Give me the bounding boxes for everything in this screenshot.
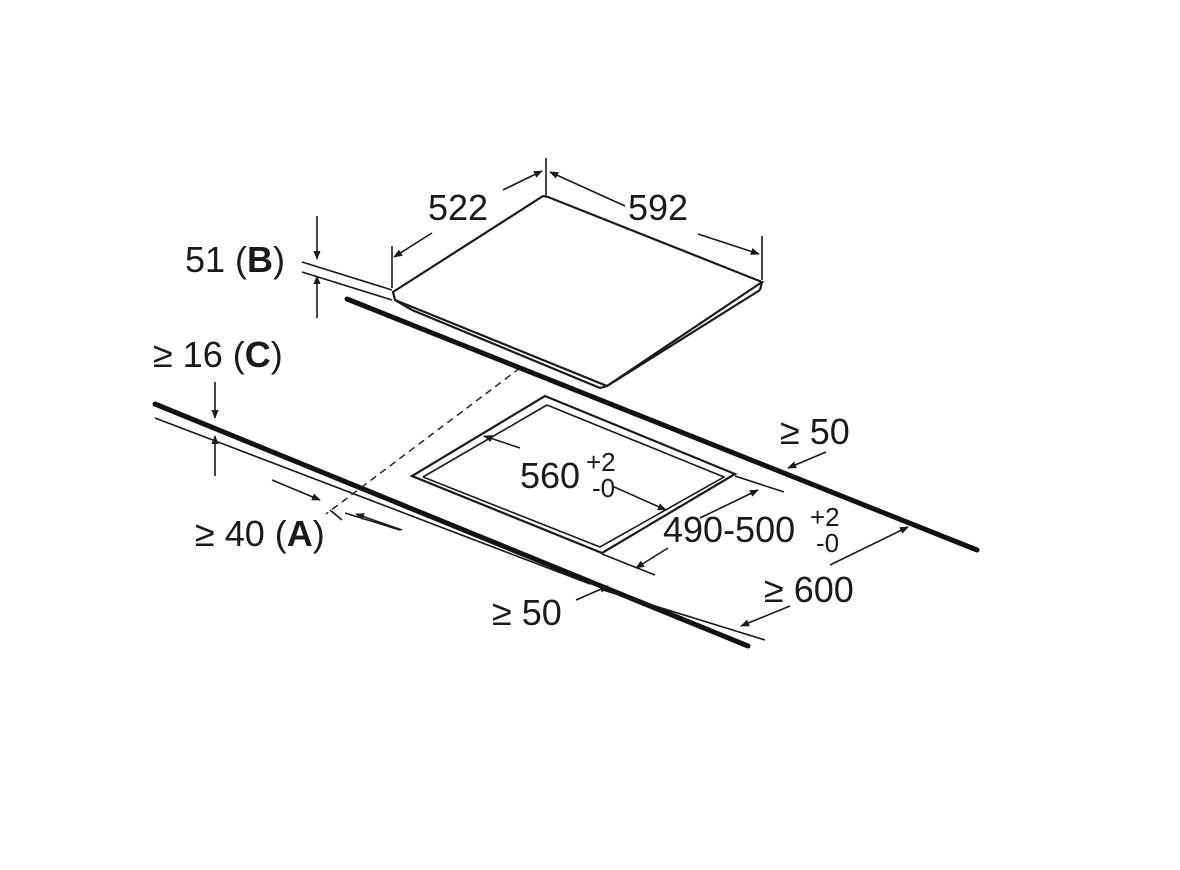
dimension-490-500-tolerance-upper: +2	[810, 502, 840, 532]
dimension-592	[549, 171, 763, 280]
dimension-560-tolerance-upper: +2	[586, 447, 616, 477]
dimension-51-b-label: 51 (B)	[185, 239, 285, 280]
dimension-490-500-tolerance-lower: -0	[816, 528, 839, 558]
dimension-50-side-arrow	[575, 585, 609, 601]
dimension-592-label: 592	[628, 187, 688, 228]
worktop-rear-edge	[344, 296, 980, 553]
dimension-50-rear-arrow	[787, 451, 827, 469]
dimension-50-side-label: ≥ 50	[492, 592, 562, 633]
projection-line	[325, 367, 521, 515]
dimension-50-rear-label: ≥ 50	[780, 411, 850, 452]
worktop-front-edge	[152, 401, 751, 649]
dimension-490-500-label: 490-500	[663, 509, 795, 550]
dimension-40-a-label: ≥ 40 (A)	[195, 513, 325, 554]
dimension-490-500	[601, 475, 785, 576]
dimension-600-label: ≥ 600	[764, 569, 854, 610]
dimension-560-label: 560	[520, 455, 580, 496]
hob-outline	[391, 194, 765, 390]
dimension-600	[740, 526, 909, 627]
dimension-522-label: 522	[428, 187, 488, 228]
worktop-front-lower-edge	[154, 417, 591, 585]
dimension-16-c-label: ≥ 16 (C)	[153, 334, 283, 375]
dimension-560-tolerance-lower: -0	[592, 473, 615, 503]
dimension-51-b	[301, 216, 393, 318]
dimension-560	[483, 435, 667, 511]
dimension-522	[391, 158, 547, 288]
dimension-40-a	[271, 479, 403, 531]
